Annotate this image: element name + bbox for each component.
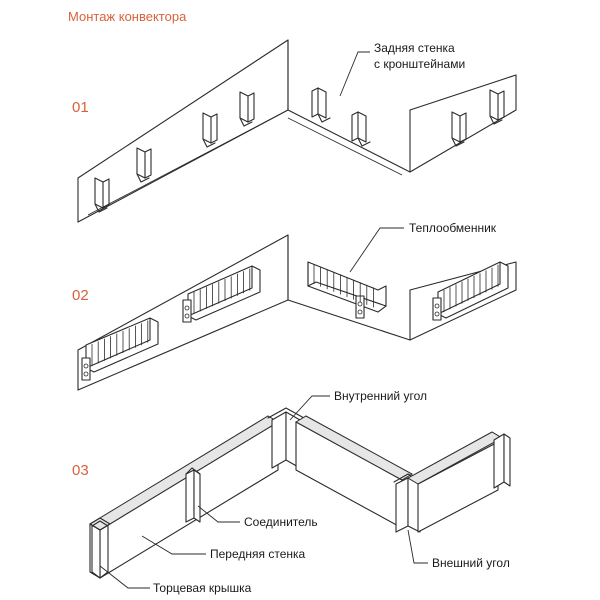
back-wall-outline	[77, 39, 517, 223]
outer-corner-leader	[407, 529, 428, 564]
bracket	[351, 111, 371, 147]
exchanger-fins	[91, 264, 499, 366]
end-cap	[89, 517, 111, 579]
outer-corner-label: Внешний угол	[432, 556, 510, 570]
front-wall-leader	[141, 535, 206, 555]
heat-exchanger	[432, 261, 509, 321]
back-wall-label-line1: Задняя стенка	[374, 41, 455, 55]
bracket	[94, 177, 110, 213]
bracket	[489, 89, 505, 125]
step-01: 01	[72, 39, 517, 223]
step-03-number: 03	[72, 462, 89, 479]
front-wall-far-right	[417, 441, 499, 533]
bracket	[311, 87, 331, 123]
heat-exchanger-label: Теплообменник	[409, 221, 497, 235]
step-01-number: 01	[72, 99, 89, 116]
end-cap-label: Торцевая крышка	[153, 581, 252, 595]
diagram-title: Монтаж конвектора	[68, 9, 187, 24]
bracket	[239, 91, 255, 127]
heat-exchangers	[81, 261, 509, 381]
bracket	[451, 111, 467, 147]
connector-leader	[197, 505, 240, 523]
step-02-number: 02	[72, 287, 89, 304]
back-wall-leader	[339, 51, 370, 97]
heat-exchanger-leader	[349, 227, 404, 273]
connector	[185, 467, 201, 523]
inner-corner-label: Внутренний угол	[334, 389, 427, 403]
cover-assembly	[89, 407, 511, 579]
inner-corner-leader	[289, 395, 330, 421]
heat-exchanger	[182, 265, 261, 323]
back-wall-label-line2: с кронштейнами	[374, 57, 465, 71]
bracket	[202, 112, 218, 148]
end-cap-right	[493, 433, 511, 489]
wall-brackets	[94, 87, 505, 213]
front-wall-right	[295, 421, 403, 529]
step-03: 03	[72, 389, 511, 595]
front-wall-label: Передняя стенка	[210, 547, 306, 561]
bracket	[136, 147, 152, 183]
connector-label: Соединитель	[244, 515, 318, 529]
end-cap-leader	[99, 565, 150, 589]
step-02: 02	[72, 221, 517, 391]
